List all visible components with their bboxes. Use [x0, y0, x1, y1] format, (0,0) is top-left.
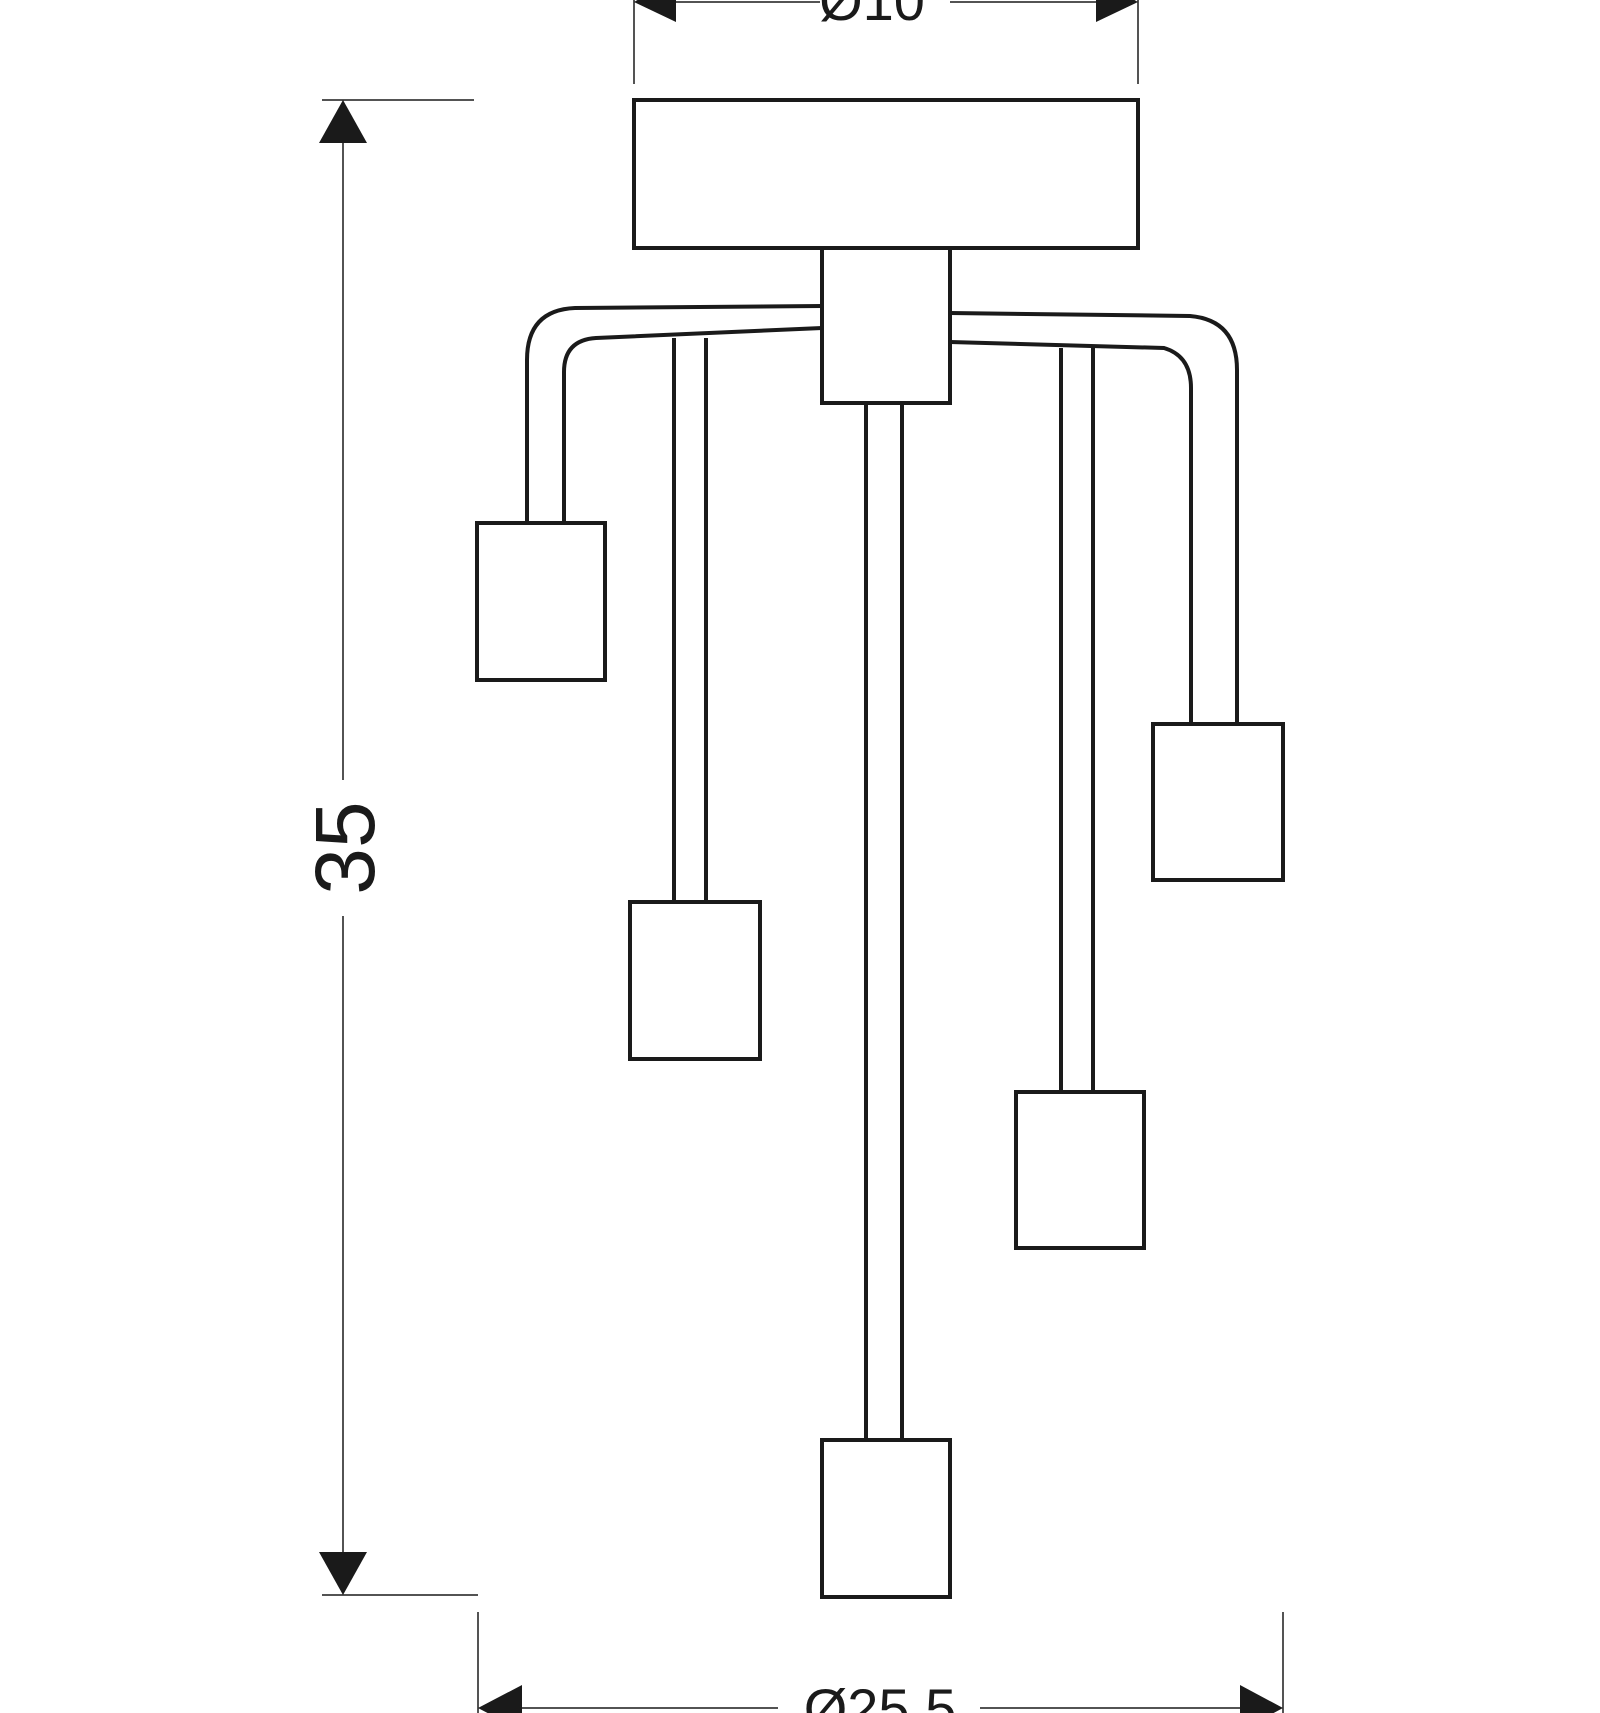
height-arrow-top	[319, 100, 367, 143]
height-label: 35	[298, 801, 392, 894]
height-arrow-bottom	[319, 1552, 367, 1595]
lamp-shade	[1151, 722, 1285, 882]
left-arm-inner	[562, 326, 823, 523]
lamp-shade	[1014, 1090, 1146, 1250]
top-width-label: Ø10	[819, 0, 925, 32]
bottom-arrow-left	[478, 1685, 522, 1713]
bottom-arrow-right	[1240, 1685, 1283, 1713]
top-arrow-left	[634, 0, 676, 22]
lamp-fixture	[475, 98, 1285, 1599]
right-arm	[949, 311, 1239, 724]
lamp-shade	[628, 900, 762, 1061]
right-arm-inner	[949, 340, 1193, 724]
lamp-shade	[475, 521, 607, 682]
bottom-width-label: Ø25,5	[804, 1677, 957, 1713]
left-arm	[525, 304, 823, 523]
ceiling-canopy	[632, 98, 1140, 250]
height-dimension: 35	[298, 99, 478, 1596]
top-arrow-right	[1096, 0, 1138, 22]
top-width-dimension: Ø10	[633, 0, 1139, 84]
bottom-width-dimension: Ø25,5	[477, 1612, 1284, 1713]
lamp-shade	[820, 1438, 952, 1599]
center-hub	[820, 246, 952, 405]
